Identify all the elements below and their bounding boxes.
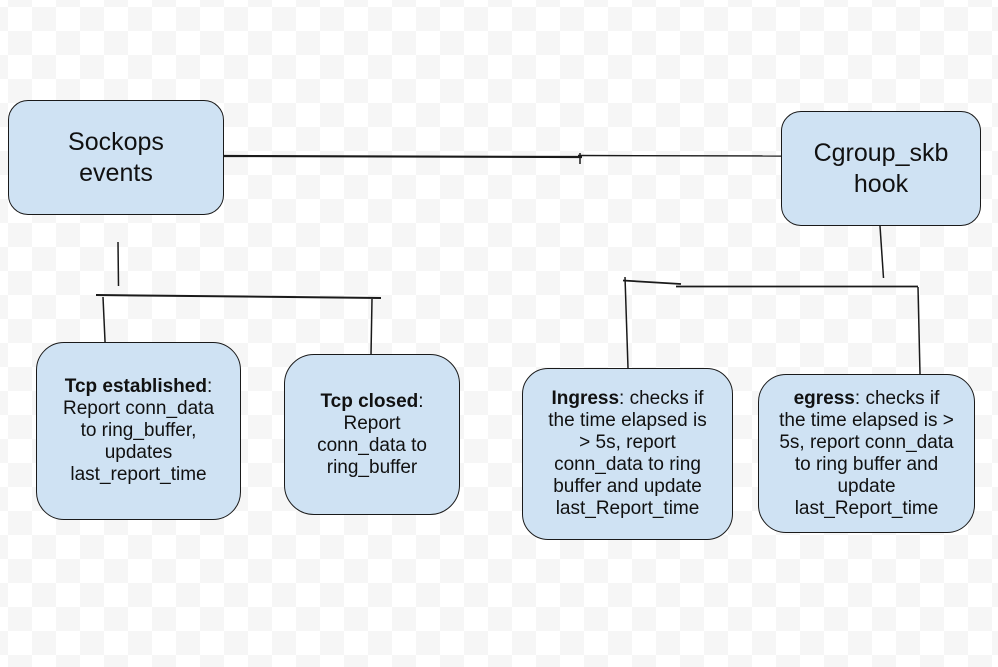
node-egress-text: : checks if the time elapsed is > 5s, re…	[779, 387, 954, 519]
node-egress[interactable]: egress: checks if the time elapsed is > …	[758, 374, 975, 533]
node-tcp-established-text: : Report conn_data to ring_buffer, updat…	[62, 376, 215, 485]
edge-sockops-cgroup-right	[577, 154, 782, 157]
node-ingress-label: Ingress: checks if the time elapsed is >…	[523, 388, 732, 520]
node-tcp-closed-lead: Tcp closed	[320, 390, 419, 412]
edge-drop-tcp-closed	[370, 298, 373, 356]
node-egress-lead: egress	[793, 387, 855, 409]
edge-cgroup-stub	[879, 225, 885, 279]
edge-sockops-stub	[117, 241, 120, 287]
node-sockops-events-label: Sockops events	[68, 127, 164, 187]
edge-sockops-cgroup-left	[223, 154, 583, 159]
node-egress-label: egress: checks if the time elapsed is > …	[759, 388, 974, 520]
node-ingress-lead: Ingress	[551, 388, 620, 409]
node-sockops-events[interactable]: Sockops events	[8, 100, 224, 215]
node-cgroup-skb-hook-label: Cgroup_skb hook	[813, 138, 949, 198]
node-tcp-closed[interactable]: Tcp closed: Report conn_data to ring_buf…	[284, 354, 460, 515]
node-cgroup-skb-hook[interactable]: Cgroup_skb hook	[781, 111, 981, 226]
node-tcp-closed-text: : Report conn_data to ring_buffer	[317, 390, 427, 478]
edge-drop-egress	[917, 286, 921, 375]
edge-drop-ingress	[624, 276, 629, 369]
node-ingress-text: : checks if the time elapsed is > 5s, re…	[548, 388, 707, 519]
node-ingress[interactable]: Ingress: checks if the time elapsed is >…	[522, 368, 733, 540]
edge-left-horizontal	[95, 294, 382, 299]
edge-right-horizontal-jog	[622, 279, 682, 285]
node-tcp-established-label: Tcp established: Report conn_data to rin…	[37, 376, 240, 486]
node-tcp-closed-label: Tcp closed: Report conn_data to ring_buf…	[285, 391, 459, 479]
node-tcp-established-lead: Tcp established	[64, 376, 207, 397]
node-tcp-established[interactable]: Tcp established: Report conn_data to rin…	[36, 342, 241, 520]
